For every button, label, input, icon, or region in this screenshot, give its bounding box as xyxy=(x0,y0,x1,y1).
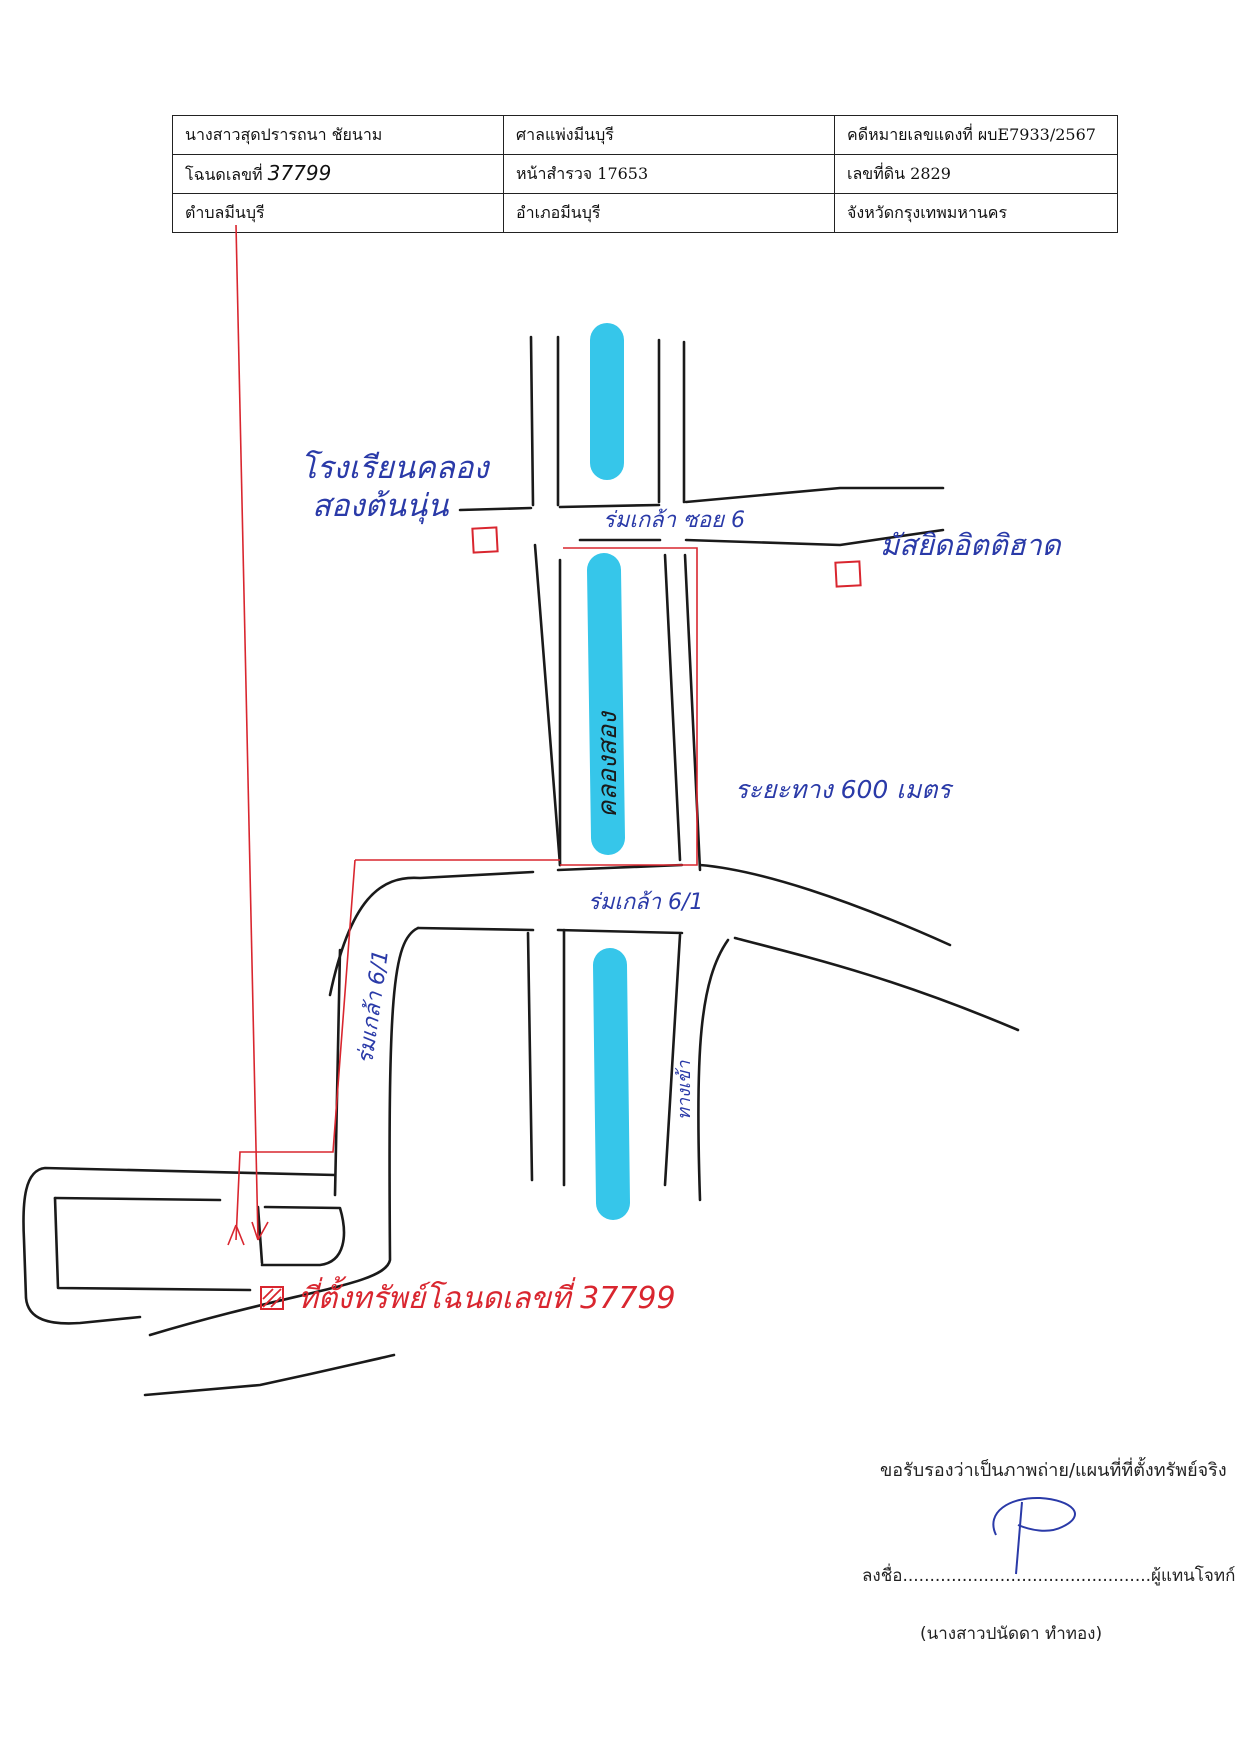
owner-name-cell: นางสาวสุดปรารถนา ชัยนาม xyxy=(172,115,504,155)
certification-statement: ขอรับรองว่าเป็นภาพถ่าย/แผนที่ที่ตั้งทรัพ… xyxy=(880,1460,1227,1481)
label-road-middle: ร่มเกล้า 6/1 xyxy=(588,890,703,915)
subdistrict-cell: ตำบลมีนบุรี xyxy=(172,193,504,233)
survey-page-cell: หน้าสำรวจ 17653 xyxy=(503,154,835,194)
canal xyxy=(587,323,630,1220)
road-lines xyxy=(22,335,1020,1397)
canal-segment-middle xyxy=(587,553,625,855)
school-marker xyxy=(471,526,499,554)
deed-number-handwritten: 37799 xyxy=(267,160,332,185)
mosque-marker xyxy=(834,560,862,588)
label-school-line2: สองต้นนุ่น xyxy=(312,488,449,525)
label-mosque: มัสยิดอิตติฮาด xyxy=(880,528,1063,562)
deed-label: โฉนดเลขที่ xyxy=(185,164,268,184)
label-property: ที่ตั้งทรัพย์โฉนดเลขที่ 37799 xyxy=(298,1276,676,1316)
deed-number-cell: โฉนดเลขที่ 37799 xyxy=(172,154,504,194)
canal-segment-bottom xyxy=(593,948,630,1220)
route-lines xyxy=(227,224,698,1246)
table-row: ตำบลมีนบุรี อำเภอมีนบุรี จังหวัดกรุงเทพม… xyxy=(172,193,1118,233)
case-info-table: นางสาวสุดปรารถนา ชัยนาม ศาลแพ่งมีนบุรี ค… xyxy=(172,115,1118,233)
label-canal: คลองสอง xyxy=(593,710,623,818)
land-number-cell: เลขที่ดิน 2829 xyxy=(834,154,1118,194)
label-distance: ระยะทาง 600 เมตร xyxy=(735,775,954,804)
court-cell: ศาลแพ่งมีนบุรี xyxy=(503,115,835,155)
landmark-boxes xyxy=(471,526,862,588)
label-side-road: ทางเข้า xyxy=(674,1060,695,1120)
table-row: โฉนดเลขที่ 37799 หน้าสำรวจ 17653 เลขที่ด… xyxy=(172,154,1118,194)
label-soi-6: ร่มเกล้า ซอย 6 xyxy=(603,508,745,533)
signature xyxy=(992,1496,1076,1575)
district-cell: อำเภอมีนบุรี xyxy=(503,193,835,233)
map-labels: โรงเรียนคลอง สองต้นนุ่น มัสยิดอิตติฮาด ร… xyxy=(298,450,1063,1316)
label-road-left: ร่มเกล้า 6/1 xyxy=(353,948,394,1066)
table-row: นางสาวสุดปรารถนา ชัยนาม ศาลแพ่งมีนบุรี ค… xyxy=(172,115,1118,155)
label-school-line1: โรงเรียนคลอง xyxy=(300,450,490,486)
signer-name: (นางสาวปนัดดา ทำทอง) xyxy=(920,1624,1103,1644)
province-cell: จังหวัดกรุงเทพมหานคร xyxy=(834,193,1118,233)
signature-line: ลงชื่อ..................................… xyxy=(862,1566,1236,1586)
property-marker xyxy=(260,1286,284,1310)
